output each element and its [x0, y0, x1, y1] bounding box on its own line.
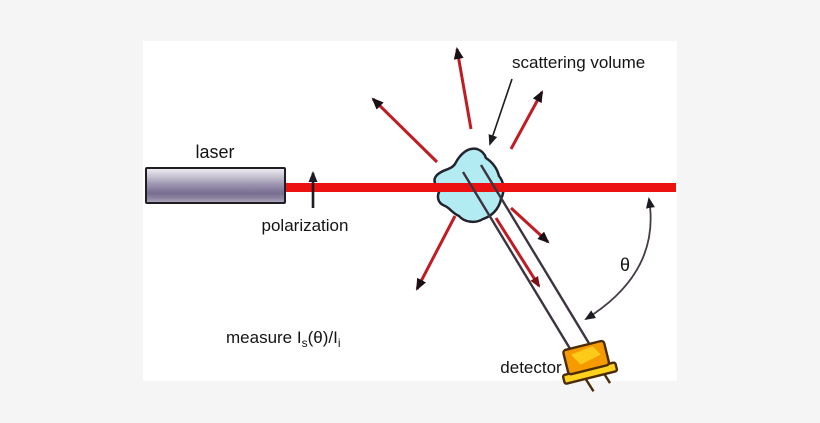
measure-ratio-label: measure Is(θ)/Ii — [226, 328, 341, 350]
measure-prefix: measure I — [226, 328, 302, 347]
theta-label: θ — [620, 255, 631, 275]
theta-angle-arc — [584, 197, 655, 321]
laser-beam — [283, 183, 676, 192]
detector-label: detector — [500, 358, 562, 377]
laser-label: laser — [195, 142, 235, 162]
scattering-volume-label: scattering volume — [512, 53, 646, 72]
detector-pin — [584, 377, 595, 392]
scatter-arrow-down-right — [509, 206, 550, 244]
scattered-ray-to-detector-arrow — [494, 217, 541, 288]
detector-tube-left-line — [461, 171, 574, 353]
laser-body — [145, 167, 286, 204]
scatter-arrow-up-right — [509, 90, 544, 150]
scatter-arrow-down-left — [415, 215, 457, 291]
scattering-volume-pointer-arrow — [488, 78, 513, 146]
scatter-arrow-up-left — [371, 97, 439, 164]
measure-subscript-s: s — [301, 336, 308, 350]
measure-subscript-i: i — [337, 336, 341, 350]
polarization-label: polarization — [261, 216, 349, 235]
detector-icon — [561, 339, 619, 392]
measure-mid: (θ)/I — [307, 328, 338, 347]
scatter-arrow-up — [453, 47, 473, 130]
detector-tube-right-line — [479, 164, 592, 346]
detector-body-highlight — [570, 346, 601, 365]
